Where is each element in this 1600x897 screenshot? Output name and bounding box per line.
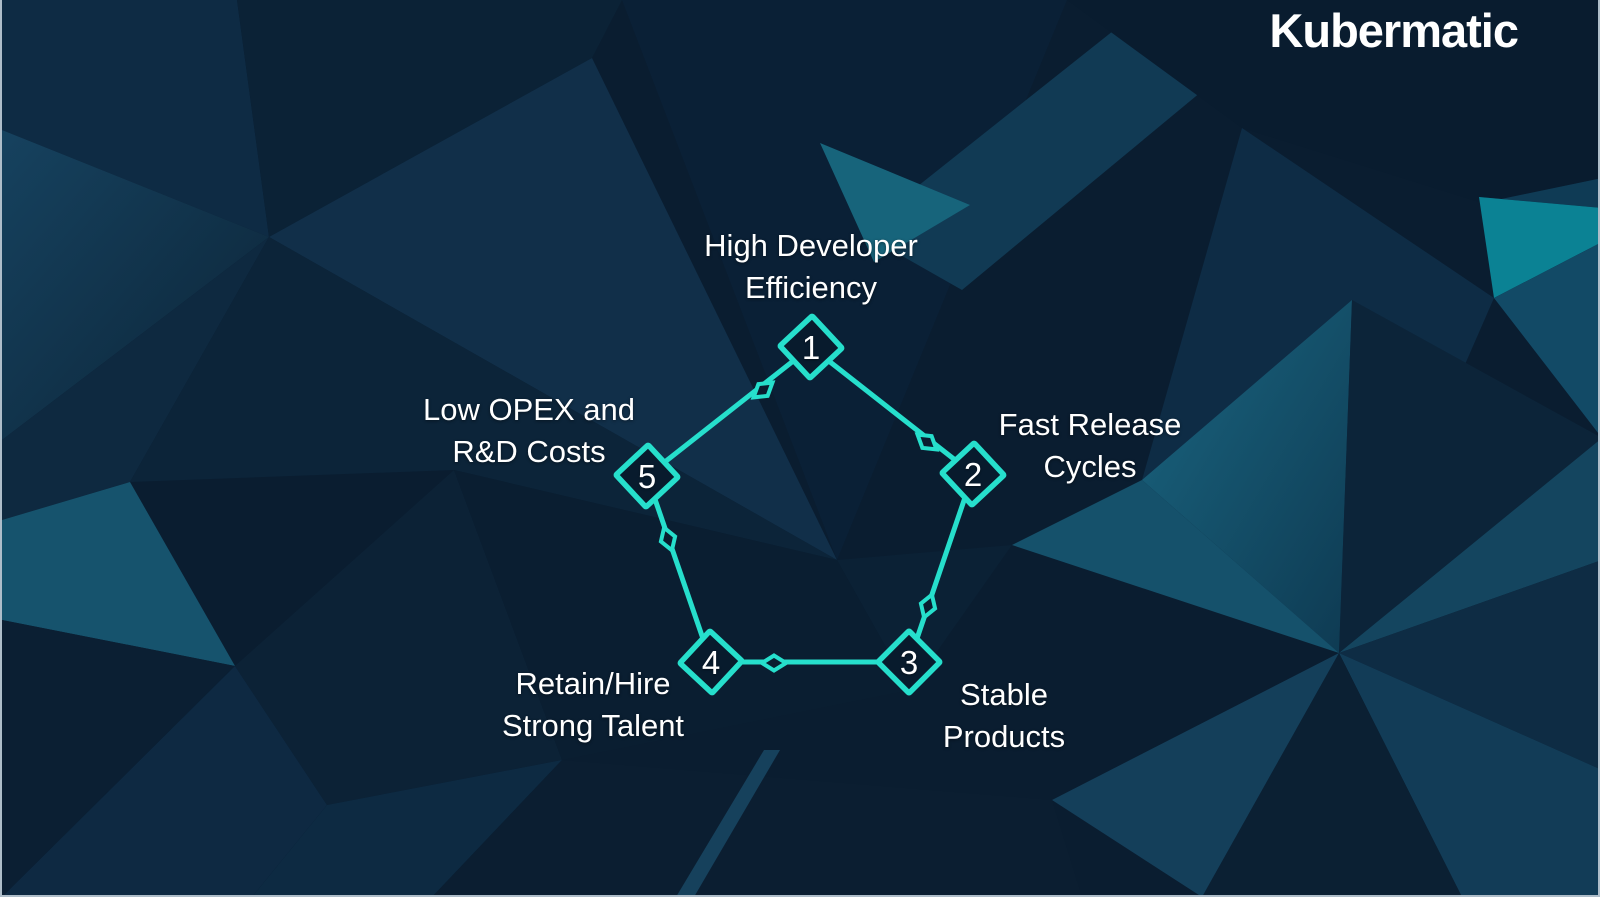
node-1-number: 1 xyxy=(801,329,821,366)
node-5-label-line1: Low OPEX and xyxy=(423,392,635,427)
node-5-number: 5 xyxy=(637,458,657,495)
node-1-label: High Developer Efficiency xyxy=(704,225,918,309)
node-3-diamond xyxy=(875,628,943,696)
node-3-label: Stable Products xyxy=(943,674,1065,758)
edge-4-5 xyxy=(644,475,714,663)
node-4-diamond xyxy=(677,628,745,696)
node-5-diamond xyxy=(613,442,681,510)
arrow-diamond-marker-3-4 xyxy=(758,653,790,673)
node-2-number: 2 xyxy=(963,456,983,493)
node-1-diamond xyxy=(777,313,845,381)
arrow-diamond-marker-5-1 xyxy=(750,380,776,400)
cycle-nodes xyxy=(613,313,1007,696)
edge-1-2 xyxy=(809,345,975,476)
arrow-diamond-marker-1-2 xyxy=(914,432,940,452)
node-3-label-line1: Stable xyxy=(960,677,1048,712)
node-2-label-line2: Cycles xyxy=(1043,449,1137,484)
node-4-label: Retain/Hire Strong Talent xyxy=(502,663,684,747)
node-4-label-line2: Strong Talent xyxy=(501,708,685,743)
node-1-label-line1: High Developer xyxy=(704,228,918,263)
node-4-number: 4 xyxy=(701,644,721,681)
node-3-number: 3 xyxy=(899,644,919,681)
node-1-label-line2: Efficiency xyxy=(744,270,878,305)
kubermatic-logo: Kubermatic xyxy=(1269,4,1519,57)
node-5-label-line2: R&D Costs xyxy=(452,434,606,469)
node-3-label-line2: Products xyxy=(942,719,1066,754)
cycle-arrow-markers xyxy=(658,380,940,673)
edge-2-3 xyxy=(906,473,976,663)
arrow-diamond-marker-4-5 xyxy=(658,524,678,554)
node-2-label: Fast Release Cycles xyxy=(999,404,1182,488)
node-4-label-line1: Retain/Hire xyxy=(515,666,671,701)
node-2-label-line1: Fast Release xyxy=(998,407,1182,442)
edge-5-1 xyxy=(645,345,813,478)
arrow-diamond-marker-2-3 xyxy=(918,591,938,621)
node-5-label: Low OPEX and R&D Costs xyxy=(423,389,635,473)
node-2-diamond xyxy=(939,440,1007,508)
